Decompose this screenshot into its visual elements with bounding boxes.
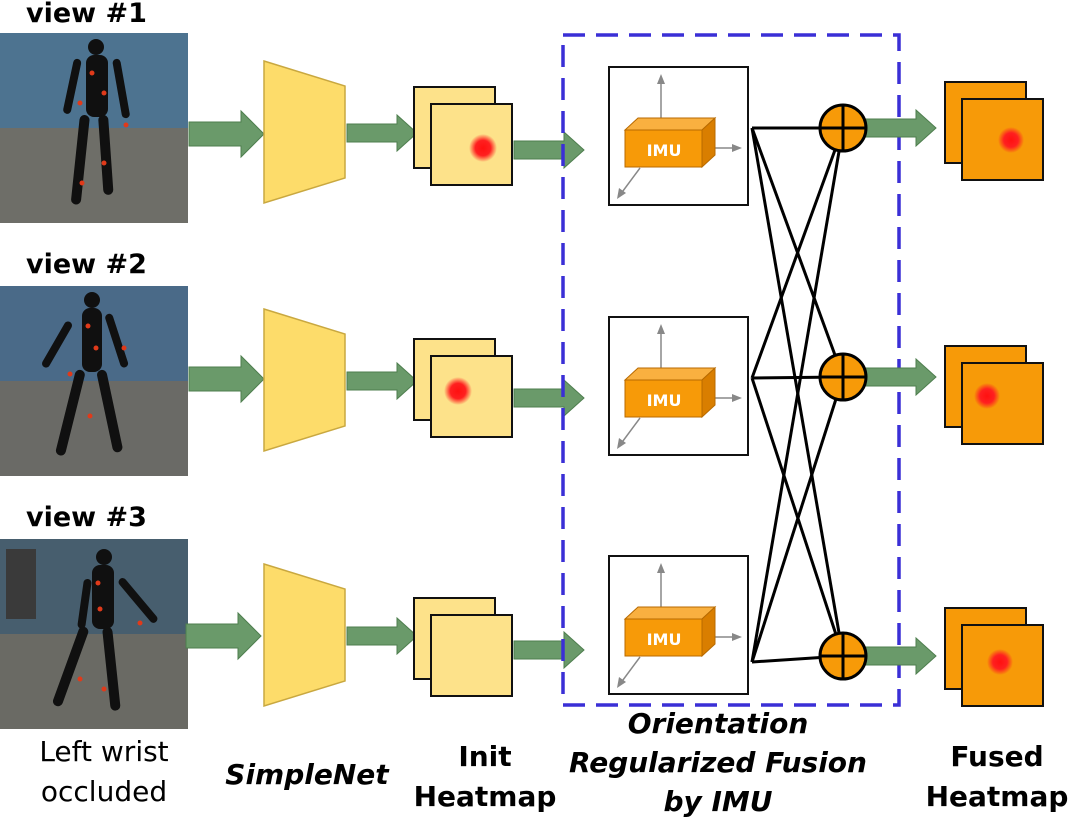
fused-heatmap-caption-line-1: Fused xyxy=(950,740,1044,773)
fused-heatmap-caption: Fused Heatmap xyxy=(912,737,1068,817)
fusion-caption-line-2: Regularized Fusion xyxy=(569,746,867,779)
occlusion-note: Left wrist occluded xyxy=(14,732,194,812)
simplenet-caption: SimpleNet xyxy=(225,758,389,791)
init-heatmap-caption-line-1: Init xyxy=(458,740,512,773)
init-heatmap-caption-line-2: Heatmap xyxy=(413,780,557,813)
arrow-heatmap-to-imu-1 xyxy=(513,131,585,169)
imu-label-1: IMU xyxy=(647,141,682,160)
view-2-photo xyxy=(0,286,188,476)
imu-panel-1 xyxy=(608,66,749,206)
view-1-label: view #1 xyxy=(26,0,147,29)
sum-node-icon-3 xyxy=(818,631,868,681)
imu-panel-3 xyxy=(608,555,749,695)
arrow-photo-to-net-1 xyxy=(188,110,265,158)
arrow-heatmap-to-imu-2 xyxy=(513,379,585,417)
view-3-label: view #3 xyxy=(26,502,147,533)
fused-heatmap-1 xyxy=(944,81,1044,181)
arrow-net-to-heatmap-3 xyxy=(346,617,418,655)
sum-node-icon-1 xyxy=(818,103,868,153)
sum-node-icon-2 xyxy=(818,352,868,402)
simplenet-block-1 xyxy=(263,59,346,205)
occlusion-note-line-1: Left wrist xyxy=(39,735,169,768)
fusion-caption-line-3: by IMU xyxy=(663,785,773,818)
cross-view-connections xyxy=(750,126,845,664)
arrow-photo-to-net-2 xyxy=(188,355,265,403)
init-heatmap-1 xyxy=(413,86,513,186)
view-2-label: view #2 xyxy=(26,249,147,280)
arrow-sum-to-fused-2 xyxy=(865,358,937,396)
view-1-photo xyxy=(0,33,188,223)
arrow-sum-to-fused-1 xyxy=(865,109,937,147)
init-heatmap-caption: Init Heatmap xyxy=(400,737,570,817)
init-heatmap-2 xyxy=(413,338,513,438)
fusion-caption-line-1: Orientation xyxy=(627,707,809,740)
imu-panel-2 xyxy=(608,316,749,456)
arrow-net-to-heatmap-1 xyxy=(346,114,418,152)
fused-heatmap-3 xyxy=(944,607,1044,707)
arrow-sum-to-fused-3 xyxy=(865,637,937,675)
arrow-photo-to-net-3 xyxy=(185,612,262,660)
occlusion-note-line-2: occluded xyxy=(40,775,168,808)
simplenet-block-3 xyxy=(263,562,346,708)
view-3-photo xyxy=(0,539,188,729)
arrow-heatmap-to-imu-3 xyxy=(513,631,585,669)
fused-heatmap-caption-line-2: Heatmap xyxy=(925,780,1068,813)
imu-label-3: IMU xyxy=(647,630,682,649)
init-heatmap-3 xyxy=(413,597,513,697)
simplenet-block-2 xyxy=(263,307,346,453)
fusion-caption: Orientation Regularized Fusion by IMU xyxy=(548,704,888,821)
imu-label-2: IMU xyxy=(647,391,682,410)
fused-heatmap-2 xyxy=(944,345,1044,445)
arrow-net-to-heatmap-2 xyxy=(346,362,418,400)
